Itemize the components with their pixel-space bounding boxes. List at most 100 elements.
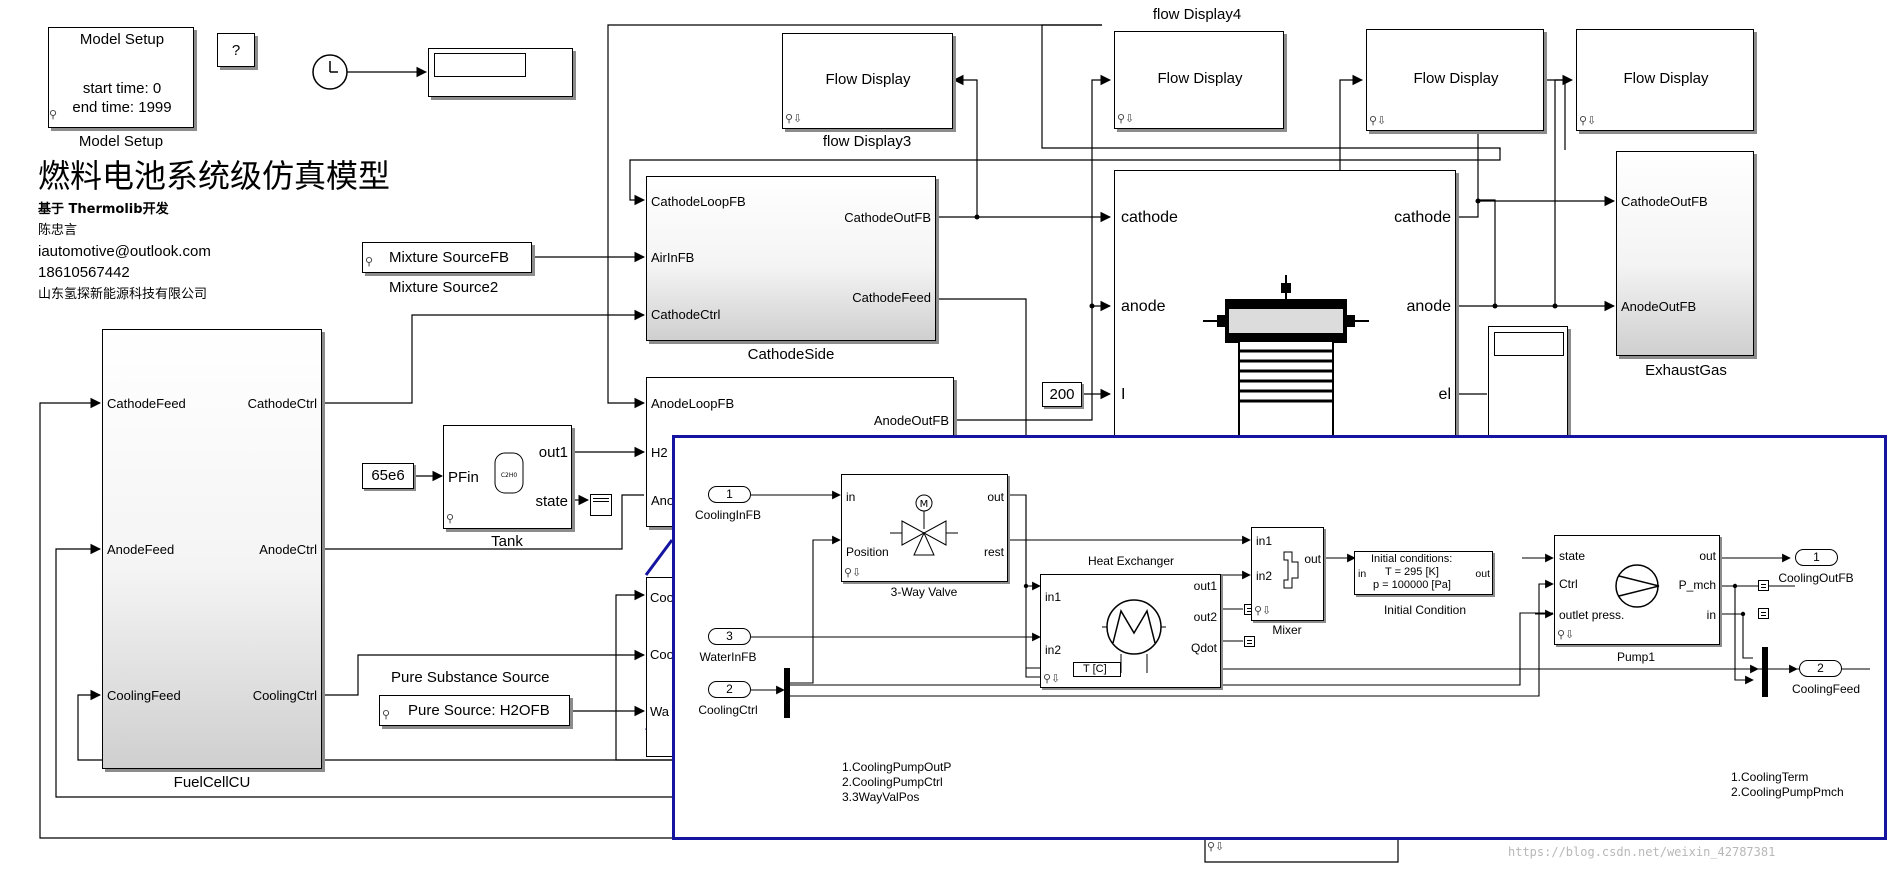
init-port-out: out <box>1475 568 1490 580</box>
flow-display-5[interactable]: Flow Display ⚲⇩ <box>1366 29 1544 131</box>
link-icon: ⚲⇩ <box>785 113 803 125</box>
mixer-icon <box>1283 551 1299 589</box>
inport-1[interactable]: 1 <box>708 486 751 503</box>
valve-port-rest: rest <box>983 545 1004 559</box>
flow-display-6[interactable]: Flow Display ⚲⇩ <box>1576 29 1754 131</box>
hx-port-out2: out2 <box>1193 610 1217 624</box>
init-caption: Initial Condition <box>1383 603 1467 617</box>
title-phone: 18610567442 <box>38 264 130 281</box>
model-setup-block[interactable]: Model Setup start time: 0 end time: 1999… <box>48 27 194 128</box>
heat-exchanger-title: Heat Exchanger <box>1087 554 1175 568</box>
init-line3: p = 100000 [Pa] <box>1373 579 1451 591</box>
demux-note-line: 1.CoolingPumpOutP <box>842 760 952 774</box>
flow-display-4-caption: flow Display4 <box>1152 6 1242 23</box>
stack-port-anode-in: anode <box>1121 298 1166 315</box>
port-coolingctrl-partial: Coo <box>650 647 674 662</box>
mixer-port-out: out <box>1304 552 1321 566</box>
port-anodeloopfb: AnodeLoopFB <box>651 396 735 411</box>
flow-display-3[interactable]: Flow Display ⚲⇩ <box>782 33 953 129</box>
mux-note: 1.CoolingTerm 2.CoolingPumpPmch <box>1731 771 1844 798</box>
port-anodeoutfb: AnodeOutFB <box>1621 299 1697 314</box>
watermark: https://blog.csdn.net/weixin_42787381 <box>1508 845 1776 859</box>
temperature-tag-label: T [C] <box>1083 663 1107 675</box>
exhaust-gas-block[interactable]: CathodeOutFB AnodeOutFB <box>1616 151 1754 356</box>
inport-1-num: 1 <box>726 487 733 501</box>
const-200[interactable]: 200 <box>1042 382 1082 407</box>
port-anodectrl: AnodeCtrl <box>259 542 317 557</box>
outport-2[interactable]: 2 <box>1799 660 1842 677</box>
temperature-tag[interactable]: T [C] <box>1073 662 1121 677</box>
link-icon: ⚲⇩ <box>1207 841 1225 853</box>
flow-display-label: Flow Display <box>1623 70 1709 87</box>
init-line2: T = 295 [K] <box>1385 566 1439 578</box>
inport-3-name: WaterInFB <box>699 650 757 664</box>
clock-icon[interactable] <box>310 54 350 94</box>
port-waterinfb-partial: Wa <box>650 704 670 719</box>
cathode-side-caption: CathodeSide <box>747 346 835 363</box>
inport-1-name: CoolingInFB <box>694 508 762 522</box>
tank-block[interactable]: PFin out1 state C2H0 ⚲ <box>443 425 572 529</box>
demux-note-line: 3.3WayValPos <box>842 790 920 804</box>
mixture-source-label: Mixture SourceFB <box>389 249 510 266</box>
tank-port-pfin: PFin <box>448 469 479 486</box>
heat-exchanger-block[interactable]: in1 in2 out1 out2 Qdot ⚲⇩ <box>1040 574 1221 688</box>
pump-block[interactable]: state Ctrl outlet press. out P_mch in ⚲⇩ <box>1554 535 1720 645</box>
title-line1: 基于 Thermolib开发 <box>38 202 169 217</box>
init-port-in: in <box>1358 568 1367 580</box>
mixture-source-block[interactable]: Mixture SourceFB ⚲ <box>362 242 532 273</box>
link-icon: ⚲ <box>365 256 374 268</box>
flow-display-3-caption: flow Display3 <box>822 133 912 150</box>
mux-note-line: 2.CoolingPumpPmch <box>1731 785 1844 799</box>
svg-text:M: M <box>920 499 929 510</box>
fuel-cell-stack-block[interactable]: cathode anode I cathode anode el <box>1114 170 1456 441</box>
stack-port-cathode-in: cathode <box>1121 209 1178 226</box>
hx-port-in1: in1 <box>1045 590 1062 604</box>
svg-text:C2H0: C2H0 <box>501 472 518 479</box>
flow-display-4[interactable]: Flow Display ⚲⇩ <box>1114 31 1284 129</box>
three-way-valve-block[interactable]: in Position out rest M ⚲⇩ <box>841 474 1008 582</box>
pump-port-out: out <box>1699 549 1716 563</box>
cooling-side-block[interactable]: Coo Coo Wa <box>646 577 676 757</box>
time-display[interactable] <box>428 48 573 97</box>
inport-2[interactable]: 2 <box>708 681 751 698</box>
valve-caption: 3-Way Valve <box>890 585 958 599</box>
help-button[interactable]: ? <box>217 33 255 67</box>
demux-bar[interactable] <box>784 668 790 718</box>
title-heading: 燃料电池系统级仿真模型 <box>38 157 391 195</box>
fuelcell-cu-block[interactable]: CathodeFeed AnodeFeed CoolingFeed Cathod… <box>102 329 322 769</box>
port-coolingctrl: CoolingCtrl <box>252 688 317 703</box>
inport-2-name: CoolingCtrl <box>698 703 758 717</box>
model-setup-caption: Model Setup <box>78 133 164 150</box>
outport-2-num: 2 <box>1817 661 1824 675</box>
mixer-block[interactable]: in1 in2 out ⚲⇩ <box>1251 527 1324 621</box>
tank-caption: Tank <box>491 533 523 550</box>
port-cathodefeed: CathodeFeed <box>107 396 186 411</box>
tank-port-out1: out1 <box>538 444 568 461</box>
mixer-caption: Mixer <box>1272 623 1302 637</box>
port-cathodeoutfb: CathodeOutFB <box>1621 194 1708 209</box>
el-display[interactable] <box>1488 326 1568 441</box>
demux-note: 1.CoolingPumpOutP 2.CoolingPumpCtrl 3.3W… <box>842 761 951 803</box>
const-200-value: 200 <box>1049 386 1075 403</box>
mixture-source-caption: Mixture Source2 <box>389 279 499 296</box>
display-readout <box>434 53 526 77</box>
const-65e6-value: 65e6 <box>371 467 405 484</box>
const-65e6[interactable]: 65e6 <box>362 463 414 489</box>
pure-source-title: Pure Substance Source <box>391 669 550 686</box>
pump-port-outlet: outlet press. <box>1559 608 1625 622</box>
terminator-icon <box>590 494 612 516</box>
mux-bar[interactable] <box>1762 647 1768 697</box>
initial-condition-block[interactable]: Initial conditions: T = 295 [K] p = 1000… <box>1354 551 1493 595</box>
link-icon: ⚲ <box>382 709 391 721</box>
outport-1[interactable]: 1 <box>1795 549 1838 566</box>
link-icon: ⚲⇩ <box>1254 605 1272 617</box>
title-email: iautomotive@outlook.com <box>38 243 211 260</box>
link-icon: ⚲⇩ <box>844 567 862 579</box>
valve-port-out: out <box>987 490 1004 504</box>
title-author: 陈忠言 <box>38 223 78 238</box>
inport-3[interactable]: 3 <box>708 628 751 645</box>
link-icon: ⚲⇩ <box>1043 673 1061 685</box>
port-anodefeed: AnodeFeed <box>107 542 175 557</box>
pure-source-block[interactable]: Pure Source: H2OFB ⚲ <box>379 695 570 726</box>
cathode-side-block[interactable]: CathodeLoopFB AirInFB CathodeCtrl Cathod… <box>646 176 936 341</box>
